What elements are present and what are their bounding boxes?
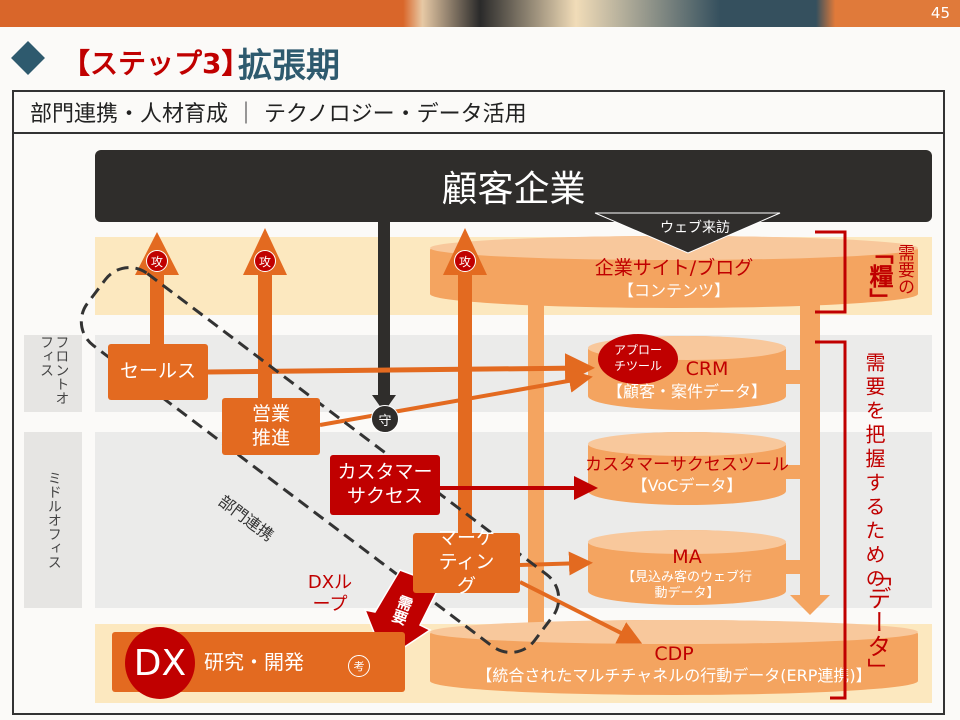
up-arrow (150, 270, 164, 345)
label-front-office: フロントオフィス (24, 335, 82, 412)
cyl-cdp: CDP【統合されたマルチチャネルの行動データ(ERP連携)】 (430, 620, 918, 695)
attack-badge: 攻 (454, 250, 476, 272)
defend-badge: 守 (371, 405, 399, 433)
dept-collab-outline (79, 266, 561, 654)
title-step: 【ステップ3】 (62, 47, 250, 80)
dx-loop-label: DXループ (307, 572, 353, 615)
cdp-title: CDP (654, 642, 694, 665)
dx-badge: DX (125, 627, 195, 699)
web-visit-arrow (594, 212, 781, 254)
data-label-b: 「データ」 (863, 562, 891, 682)
cyl-cstool: カスタマーサクセスツール【VoCデータ】 (585, 432, 789, 505)
divider (12, 132, 945, 134)
cyl-ma: MA【見込み客のウェブ行動データ】 (588, 530, 786, 605)
bracket-food (815, 230, 847, 314)
cdp-sub: 【統合されたマルチチャネルの行動データ(ERP連携)】 (476, 666, 872, 686)
web-visit-label: ウェブ来訪 (660, 220, 730, 236)
ma-title: MA (672, 546, 702, 569)
pipe (786, 370, 806, 384)
arrow-mkt-ma (519, 551, 593, 576)
pipe (786, 465, 806, 479)
title-phase: 拡張期 (238, 46, 340, 86)
team-marketing: マーケティング (413, 527, 520, 597)
rd-label: 研究・開発 (204, 649, 304, 674)
food-label-a: 需要の (894, 244, 914, 295)
data-label-a: 需要を把握するための (862, 352, 886, 592)
up-arrow (458, 270, 472, 535)
down-arrow (790, 595, 830, 615)
food-label-b: 「糧」 (865, 240, 893, 312)
defend-arrow (378, 220, 390, 400)
attack-badge: 攻 (146, 250, 168, 272)
cyl-crm: CRM【顧客・案件データ】 (588, 336, 786, 410)
frame-header: 部門連携・人材育成 ｜ テクノロジー・データ活用 (30, 102, 527, 127)
cstool-sub: 【VoCデータ】 (631, 476, 743, 496)
team-sales-promotion: 営業推進 (222, 398, 320, 455)
attack-badge: 攻 (254, 250, 276, 272)
site-sub: 【コンテンツ】 (617, 280, 730, 300)
team-customer-success: カスタマーサクセス (330, 455, 440, 515)
approach-tool-badge: アプローチツール (598, 334, 678, 384)
cyl-site: 企業サイト/ブログ【コンテンツ】 (430, 236, 918, 308)
bracket-data (815, 340, 847, 700)
crm-title: CRM (685, 358, 729, 381)
header-banner (0, 0, 960, 27)
ma-sub: 【見込み客のウェブ行動データ】 (621, 570, 752, 602)
pipe (786, 560, 806, 574)
page-number: 45 (930, 4, 950, 22)
team-sales: セールス (108, 344, 208, 400)
diagram-frame (12, 90, 945, 715)
cstool-title: カスタマーサクセスツール (585, 454, 789, 475)
arrow-promo-crm (319, 368, 593, 427)
client-bar: 顧客企業 (95, 150, 932, 222)
arrow-mkt-cdp (519, 580, 643, 644)
arrow-sales-crm (207, 353, 595, 384)
crm-sub: 【顧客・案件データ】 (606, 381, 767, 401)
up-arrow (258, 270, 272, 400)
label-middle-office: ミドルオフィス (24, 432, 82, 608)
think-badge: 考 (348, 655, 370, 677)
site-title: 企業サイト/ブログ (594, 257, 754, 280)
